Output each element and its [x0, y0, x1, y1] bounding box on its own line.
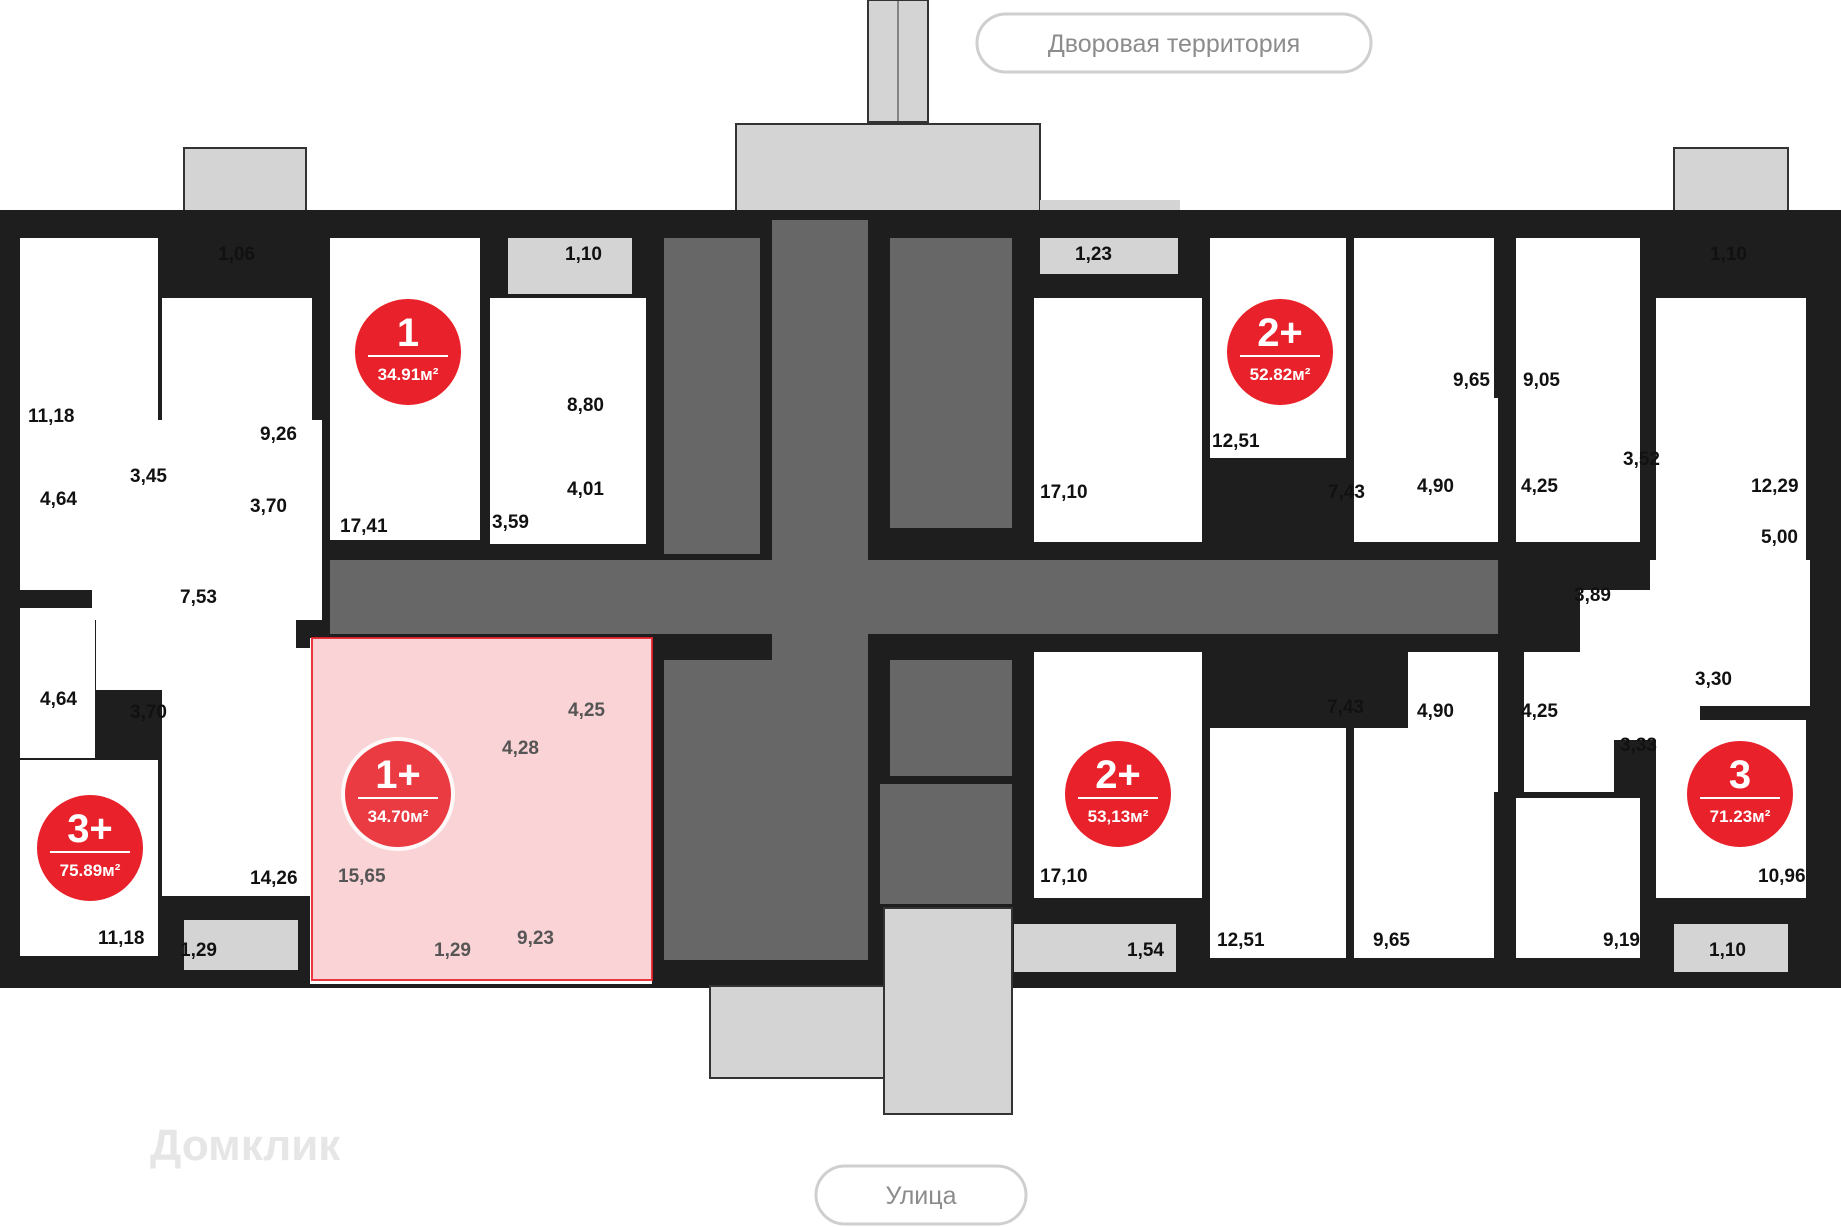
- right-apartments: [1014, 238, 1810, 972]
- room-area-label: 14,26: [250, 868, 298, 889]
- badge-circle: [1683, 737, 1797, 851]
- room-areas: 1,06 1,10 1,23 1,10 11,18 9,26 3,45 4,64 3,70 7,5…: [28, 244, 1806, 961]
- room-area-label: 3,70: [130, 702, 167, 723]
- room-area-label: 15,65: [338, 866, 386, 887]
- room-area-label: 4,90: [1417, 476, 1454, 497]
- room-area-label: 7,53: [180, 587, 217, 608]
- room-area-label: 4,01: [567, 479, 604, 500]
- room-area-label: 9,05: [1523, 370, 1560, 391]
- room-area-label: 4,64: [40, 689, 77, 710]
- room-area-label: 9,65: [1373, 930, 1410, 951]
- badge-circle: [1223, 295, 1337, 409]
- room-area-label: 12,29: [1751, 476, 1799, 497]
- common-areas: [330, 220, 1498, 960]
- watermark: Домклик: [150, 1121, 341, 1170]
- room-area-label: 4,25: [1521, 701, 1558, 722]
- apartment-area: 34.70м²: [368, 807, 429, 826]
- room-area-label: 9,23: [517, 928, 554, 949]
- room-area-label: 1,54: [1127, 940, 1164, 961]
- room-area-label: 8,80: [567, 395, 604, 416]
- courtyard-label: Дворовая территория: [975, 12, 1373, 74]
- room-area-label: 11,18: [98, 928, 145, 949]
- badge-circle: [351, 295, 465, 409]
- apartment-area: 34.91м²: [378, 365, 439, 384]
- svg-text:Дворовая территория: Дворовая территория: [1048, 30, 1300, 58]
- apartment-type: 2+: [1257, 311, 1303, 355]
- room-area-label: 7,43: [1327, 697, 1364, 718]
- svg-text:Улица: Улица: [886, 1182, 957, 1210]
- room-area-label: 9,26: [260, 424, 297, 445]
- apartment-badge-3[interactable]: 3+ 75.89м²: [33, 791, 147, 905]
- street-label: Улица: [814, 1164, 1028, 1226]
- room-area-label: 3,89: [1574, 585, 1611, 606]
- apartment-area: 71.23м²: [1710, 807, 1771, 826]
- room-area-label: 3,59: [492, 512, 529, 533]
- room-area-label: 3,52: [1623, 449, 1660, 470]
- room-area-label: 4,90: [1417, 701, 1454, 722]
- apartment-badge-1[interactable]: 1 34.91м²: [351, 295, 465, 409]
- apartment-badge-2[interactable]: 2+ 52.82м²: [1223, 295, 1337, 409]
- apartment-type: 1+: [375, 753, 421, 797]
- room-area-label: 3,30: [1695, 669, 1732, 690]
- room-area-label: 1,10: [565, 244, 602, 265]
- badge-circle: [1061, 737, 1175, 851]
- room-area-label: 12,51: [1217, 930, 1265, 951]
- room-area-label: 9,19: [1603, 930, 1640, 951]
- apartment-badges: 1 34.91м² 2+ 52.82м² 3+ 75.89м² 1+ 34.70м² 2+ 53,…: [33, 295, 1797, 905]
- room-area-label: 4,64: [40, 489, 77, 510]
- room-area-label: 10,96: [1758, 866, 1806, 887]
- room-area-label: 1,29: [434, 940, 471, 961]
- apartment-area: 75.89м²: [60, 861, 121, 880]
- apartment-type: 2+: [1095, 753, 1141, 797]
- room-area-label: 1,10: [1709, 940, 1746, 961]
- apartment-area: 53,13м²: [1088, 807, 1149, 826]
- apartment-badge-5[interactable]: 2+ 53,13м²: [1061, 737, 1175, 851]
- room-area-label: 4,28: [502, 738, 539, 759]
- room-area-label: 1,29: [180, 940, 217, 961]
- apartment-badge-6[interactable]: 3 71.23м²: [1683, 737, 1797, 851]
- apartment-type: 1: [397, 311, 419, 355]
- apartment-area: 52.82м²: [1250, 365, 1311, 384]
- apartment-type: 3+: [67, 807, 113, 851]
- room-area-label: 17,10: [1040, 482, 1088, 503]
- badge-circle: [33, 791, 147, 905]
- room-area-label: 1,06: [218, 244, 255, 265]
- room-area-label: 4,25: [568, 700, 605, 721]
- room-area-label: 17,10: [1040, 866, 1088, 887]
- room-area-label: 17,41: [340, 516, 388, 537]
- room-area-label: 3,33: [1620, 735, 1657, 756]
- room-area-label: 1,10: [1710, 244, 1747, 265]
- apartment-badge-4[interactable]: 1+ 34.70м²: [341, 737, 455, 851]
- room-area-label: 5,00: [1761, 527, 1798, 548]
- room-area-label: 3,70: [250, 496, 287, 517]
- room-area-label: 7,43: [1328, 482, 1365, 503]
- room-area-label: 11,18: [28, 406, 75, 427]
- room-area-label: 9,65: [1453, 370, 1490, 391]
- room-area-label: 4,25: [1521, 476, 1558, 497]
- badge-circle: [341, 737, 455, 851]
- apartment-type: 3: [1729, 753, 1751, 797]
- room-area-label: 1,23: [1075, 244, 1112, 265]
- room-area-label: 12,51: [1212, 431, 1260, 452]
- room-area-label: 3,45: [130, 466, 167, 487]
